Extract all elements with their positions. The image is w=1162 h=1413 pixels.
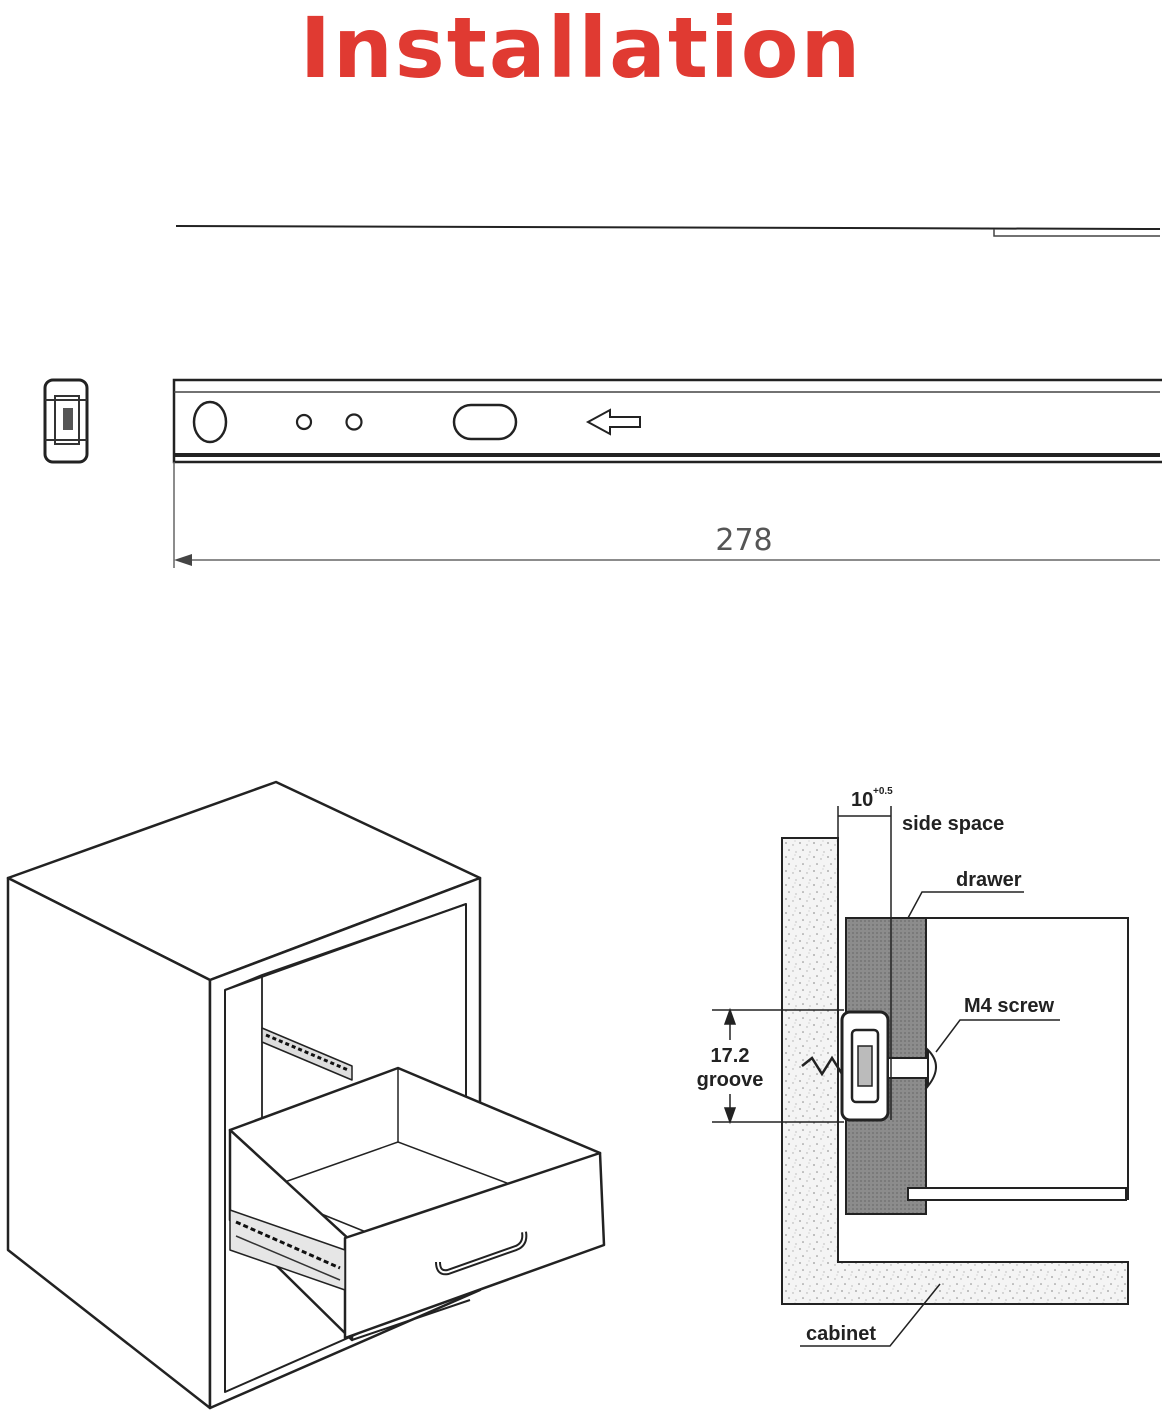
side-space-tolerance: +0.5: [873, 786, 893, 797]
cabinet-upper-rail: [261, 1027, 353, 1081]
drawer-bottom: [907, 1187, 1127, 1201]
groove-dim: 17.2: [711, 1045, 750, 1067]
drawer-box: [228, 1066, 606, 1342]
groove-label: groove: [697, 1069, 764, 1091]
rail-end-clip-icon: [43, 378, 89, 464]
cabinet-label: cabinet: [806, 1323, 876, 1345]
m4-screw: [801, 1047, 937, 1089]
side-space-label: side space: [902, 813, 1004, 835]
rail-body: [172, 378, 1162, 464]
page-title: Installation: [299, 0, 863, 97]
rail-top-step: [993, 229, 1160, 237]
cabinet-lower-rail: [229, 1209, 346, 1291]
rail-drawing: 278: [43, 225, 1162, 568]
screw-label: M4 screw: [964, 995, 1054, 1017]
rail-top-line: [175, 225, 1161, 230]
rail-small-hole: [345, 413, 363, 431]
rail-slot-hole: [452, 403, 518, 441]
length-dimension: 278: [173, 462, 1160, 568]
rail-large-hole: [192, 400, 228, 444]
side-space-dimension: [837, 806, 892, 1120]
section-drawing: 10 +0.5 side space drawer M4 screw 17.2 …: [697, 786, 1129, 1347]
groove-dimension: [712, 1007, 844, 1125]
rail-arrow-icon: [585, 408, 641, 436]
slide-profile: [840, 1010, 890, 1122]
cabinet-drawing: [6, 780, 606, 1410]
cabinet-wall: [781, 837, 1129, 1305]
drawer-label: drawer: [956, 869, 1022, 891]
length-label: 278: [715, 523, 772, 558]
rail-small-hole: [295, 413, 313, 431]
side-space-dim: 10: [851, 789, 873, 811]
